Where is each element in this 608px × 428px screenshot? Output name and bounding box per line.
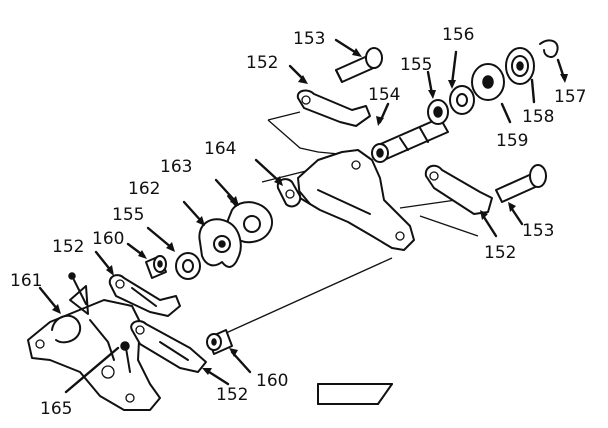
callout-labels: 153 152 154 155 156 157 158 159 164 163 …: [10, 25, 586, 419]
callout-160-bottom: 160: [256, 371, 288, 391]
clip-part-157: [539, 39, 559, 58]
disc-part-159: [471, 63, 505, 101]
callout-162: 162: [128, 179, 160, 199]
callout-153-right: 153: [522, 221, 554, 241]
callout-156: 156: [442, 25, 474, 45]
callout-152-left: 152: [52, 237, 84, 257]
bolt-part-153-right: [495, 164, 547, 203]
bushing-part-160-bottom: [206, 329, 233, 355]
callout-161: 161: [10, 271, 42, 291]
arm-part-152-bottom: [130, 320, 207, 373]
base-frame-part-161: [27, 285, 161, 411]
callout-160-left: 160: [92, 229, 124, 249]
arm-part-152-left: [108, 274, 181, 317]
pulley-part-158: [505, 47, 535, 85]
callout-152-right: 152: [484, 243, 516, 263]
shaft-part-154: [371, 117, 449, 163]
callout-163: 163: [160, 157, 192, 177]
callout-157: 157: [554, 87, 586, 107]
washer-part-155-left: [175, 252, 201, 280]
callout-165: 165: [40, 399, 72, 419]
callout-155-left: 155: [112, 205, 144, 225]
label-plate: [317, 383, 393, 405]
callout-arrows: [38, 38, 568, 394]
arm-part-152-top: [296, 89, 371, 127]
washer-part-155-right: [427, 99, 449, 125]
callout-158: 158: [522, 107, 554, 127]
bushing-part-160-left: [145, 255, 167, 279]
callout-152-top: 152: [246, 53, 278, 73]
callout-153-top: 153: [293, 29, 325, 49]
callout-154: 154: [368, 85, 400, 105]
bolt-part-153-top: [335, 47, 383, 83]
washer-part-156: [449, 85, 475, 115]
screw-small: [68, 272, 87, 305]
callout-155-right: 155: [400, 55, 432, 75]
screw-part-165: [120, 341, 131, 373]
callout-159: 159: [496, 131, 528, 151]
clip-part-164: [276, 178, 311, 208]
callout-152-bottom: 152: [216, 385, 248, 405]
large-plate-part-162: [198, 218, 242, 268]
main-bracket: [297, 149, 415, 251]
arm-part-152-right: [424, 164, 493, 215]
callout-164: 164: [204, 139, 236, 159]
